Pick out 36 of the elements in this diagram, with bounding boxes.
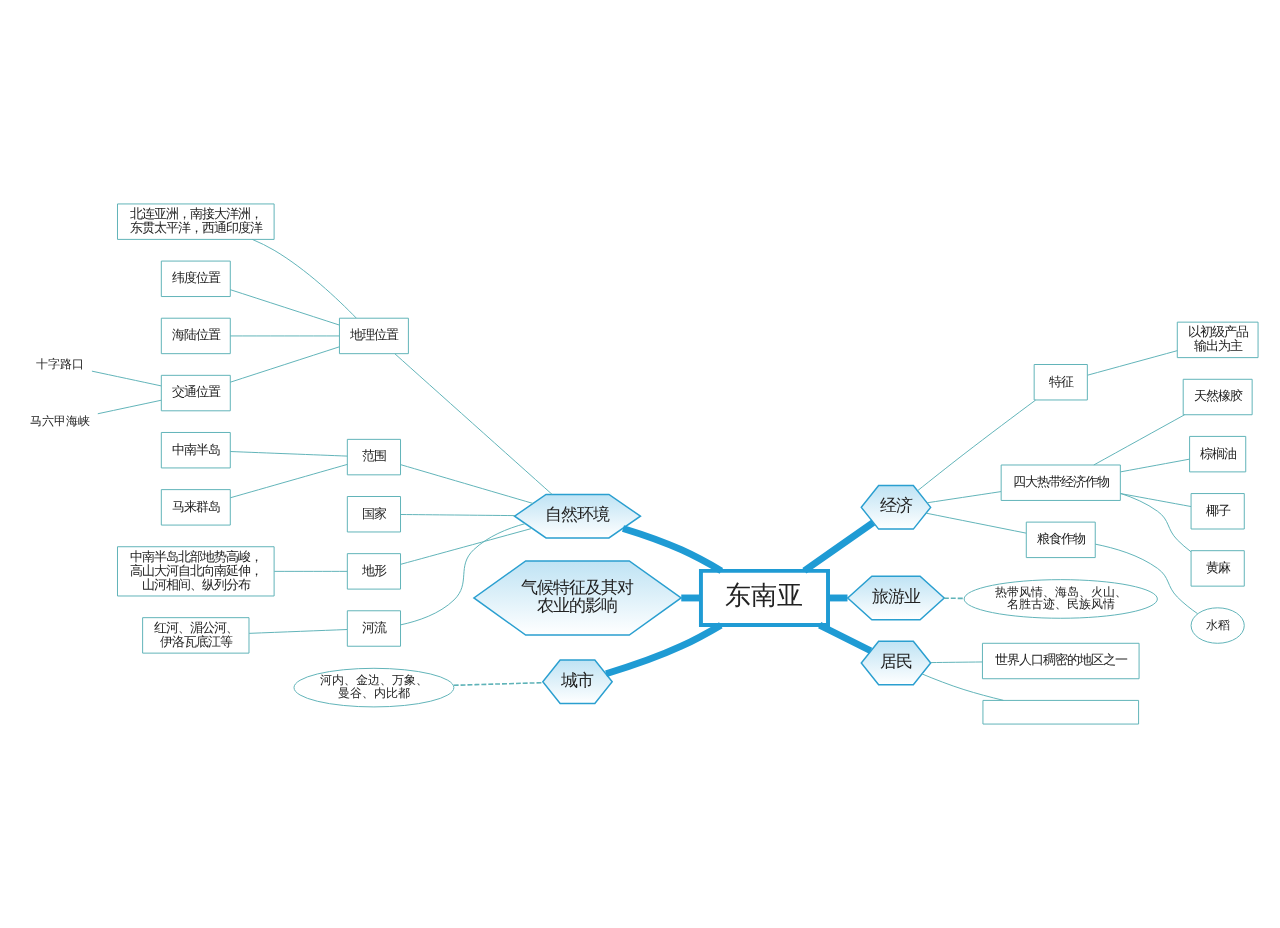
connector <box>1120 458 1190 473</box>
connector <box>229 289 340 326</box>
node-box: 东南亚 <box>698 568 830 628</box>
connector <box>97 399 162 415</box>
connector <box>943 597 965 600</box>
connector <box>273 570 348 572</box>
connector <box>1120 493 1192 508</box>
connector <box>917 399 1037 492</box>
connector <box>400 527 533 565</box>
connector <box>681 594 701 602</box>
connector <box>1093 414 1186 466</box>
connector <box>818 622 873 654</box>
connector <box>394 353 553 495</box>
connector <box>229 463 348 499</box>
connector <box>802 519 876 574</box>
connector <box>605 622 723 678</box>
connector <box>1119 492 1192 553</box>
connector <box>248 629 348 634</box>
connector <box>452 681 545 687</box>
connector <box>229 451 348 457</box>
connector <box>229 335 340 337</box>
connector <box>91 370 162 387</box>
connector <box>400 464 534 504</box>
node-box <box>982 699 1140 725</box>
connector <box>229 346 340 383</box>
connector <box>622 525 724 574</box>
connector <box>400 523 526 626</box>
connector <box>930 661 983 664</box>
connector <box>251 238 357 319</box>
connector <box>1087 350 1178 376</box>
connector <box>925 512 1027 534</box>
connector <box>926 491 1002 504</box>
connector <box>1094 543 1199 615</box>
connector <box>400 514 516 517</box>
connector <box>828 594 848 602</box>
connector <box>921 673 1004 701</box>
